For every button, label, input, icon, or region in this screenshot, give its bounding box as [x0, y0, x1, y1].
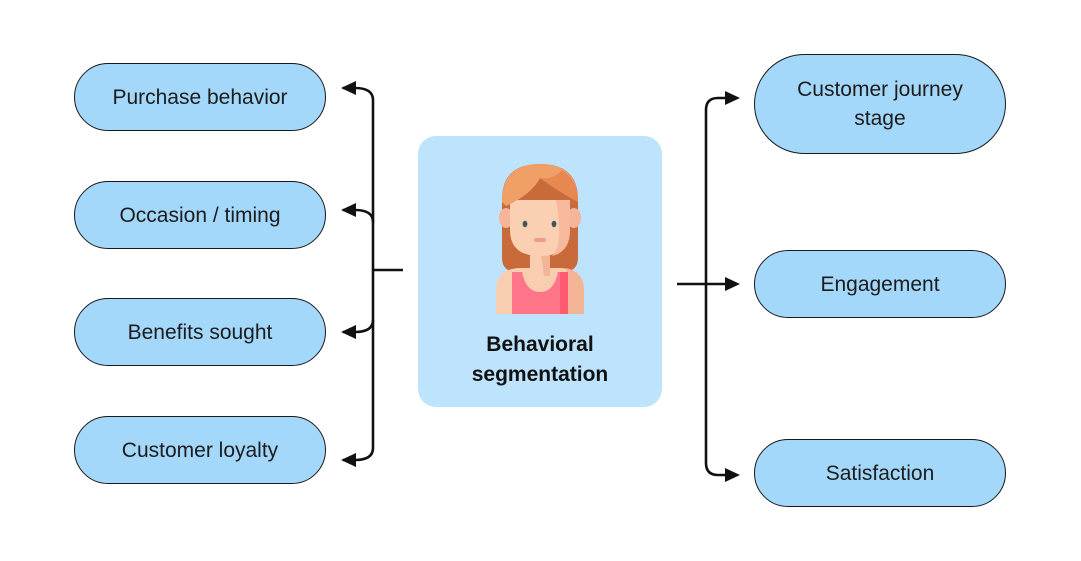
arrowhead-7 [725, 468, 740, 482]
arrowhead-5 [725, 91, 740, 105]
right-bracket [677, 96, 726, 477]
node-satisfaction: Satisfaction [754, 439, 1006, 507]
arrowhead-2 [341, 203, 356, 217]
node-benefits-sought: Benefits sought [74, 298, 326, 366]
arrowhead-4 [341, 453, 356, 467]
arrowhead-3 [341, 325, 356, 339]
left-bracket [343, 86, 403, 462]
arrowhead-6 [725, 277, 740, 291]
node-engagement: Engagement [754, 250, 1006, 318]
woman-avatar-icon [496, 164, 584, 314]
node-customer-journey-stage: Customer journey stage [754, 54, 1006, 154]
node-customer-loyalty: Customer loyalty [74, 416, 326, 484]
arrow-to-satisfaction [704, 462, 726, 477]
center-title: Behavioral segmentation [471, 333, 609, 386]
node-purchase-behavior: Purchase behavior [74, 63, 326, 131]
node-occasion-timing: Occasion / timing [74, 181, 326, 249]
arrowhead-1 [341, 81, 356, 95]
center-card: Behavioral segmentation [418, 136, 662, 407]
arrow-to-journey-stage [704, 96, 726, 111]
